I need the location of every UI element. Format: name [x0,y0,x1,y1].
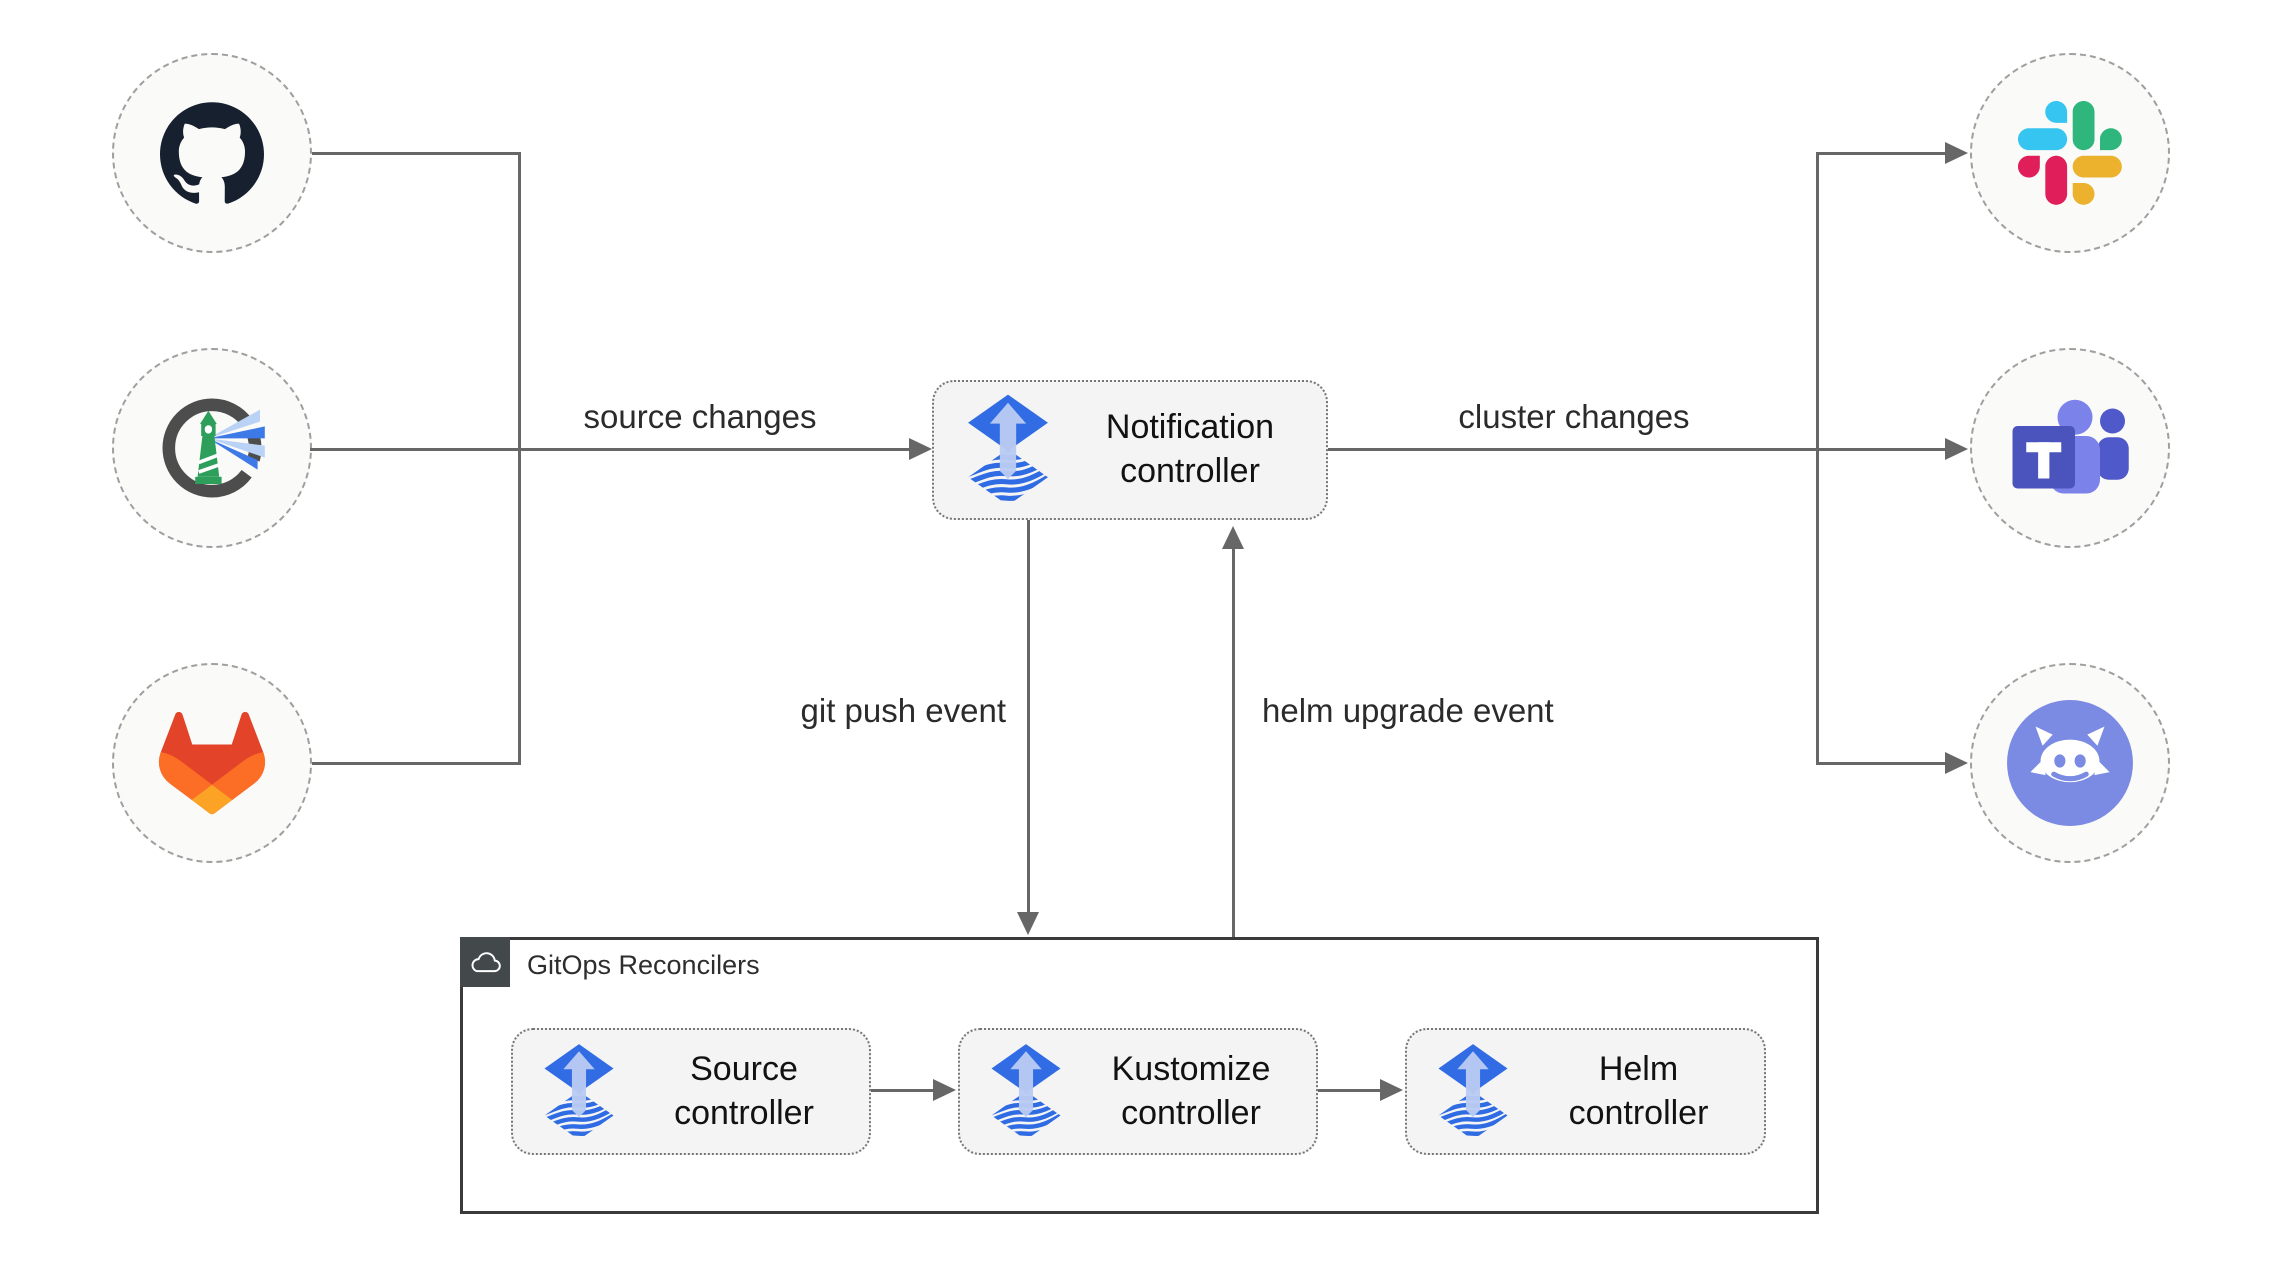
github-icon [160,102,264,204]
cloud-icon [471,951,501,972]
edge-git-push-line [1027,520,1030,915]
edge-gitlab-line [312,762,519,765]
arrowhead-into-discord [1945,752,1968,774]
arrowhead-into-helm [1380,1079,1403,1101]
flux-icon [962,391,1054,509]
label-git-push-event: git push event [800,692,1006,729]
edge-discord-line [1817,762,1947,765]
endpoint-github [112,53,312,253]
edge-helm-upgrade-line [1232,548,1235,937]
edge-slack-line [1817,152,1947,155]
endpoint-harbor [112,348,312,548]
group-badge [460,937,510,987]
arrowhead-into-slack [1945,142,1968,164]
label-cluster-changes: cluster changes [1458,398,1690,435]
slack-icon [2018,101,2122,205]
teams-icon [2012,399,2129,493]
node-helm-controller: Helm controller [1405,1028,1766,1155]
arrowhead-into-teams [1945,438,1968,460]
arrowhead-into-notification-bottom [1222,526,1244,549]
arrowhead-into-kustomize [933,1079,956,1101]
node-title: Notification controller [1105,408,1275,490]
group-label: GitOps Reconcilers [527,950,760,980]
endpoint-discord [1970,663,2170,863]
endpoint-teams [1970,348,2170,548]
node-title: Helm controller [1568,1049,1709,1132]
edge-kustomize-to-helm [1318,1089,1380,1092]
flux-icon [1433,1041,1513,1143]
endpoint-gitlab [112,663,312,863]
label-helm-upgrade-event: helm upgrade event [1262,692,1554,729]
arrowhead-into-reconcilers [1017,912,1039,935]
endpoint-slack [1970,53,2170,253]
edge-cluster-changes-line [1328,448,1948,451]
node-title: Kustomize controller [1111,1049,1271,1132]
gitlab-icon [158,711,266,815]
edge-left-bracket [518,152,521,765]
flux-icon [539,1041,619,1143]
edge-github-line [312,152,519,155]
node-kustomize-controller: Kustomize controller [958,1028,1318,1155]
edge-source-to-kustomize [871,1089,933,1092]
label-source-changes: source changes [583,398,817,435]
edge-right-bracket [1816,152,1819,765]
discord-icon [2007,700,2133,826]
flux-icon [986,1041,1066,1143]
arrowhead-into-notification [909,438,932,460]
group-gitops-reconcilers: GitOps Reconcilers Source controller [460,937,1819,1214]
node-source-controller: Source controller [511,1028,871,1155]
edge-source-changes-line [310,448,911,451]
harbor-icon [162,398,265,498]
node-notification-controller: Notification controller [932,380,1328,520]
node-title: Source controller [674,1049,814,1132]
